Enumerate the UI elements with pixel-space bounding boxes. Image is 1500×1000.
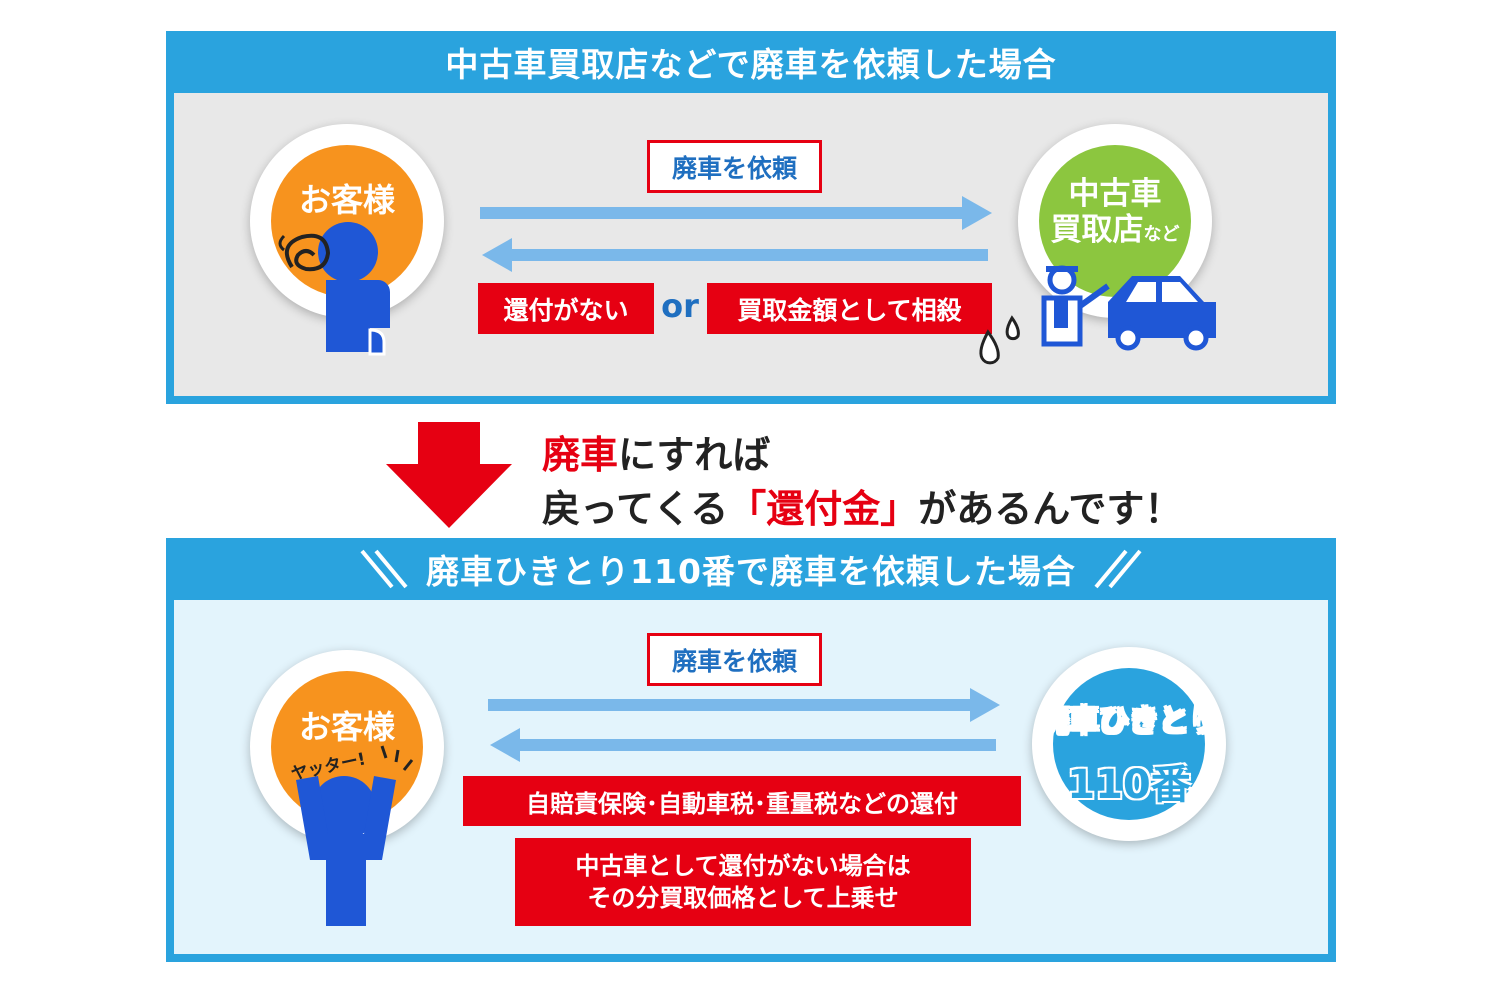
refund-highlight: 「還付金」 xyxy=(728,487,919,531)
offset-purchase-label: 買取金額として相殺 xyxy=(707,283,992,334)
returning-text: 戻ってくる xyxy=(542,487,729,531)
exchange-arrows-icon xyxy=(488,688,1000,762)
no-refund-label: 還付がない xyxy=(478,283,654,334)
purchase-price-bonus-label: 中古車として還付がない場合は その分買取価格として上乗せ xyxy=(515,838,971,926)
slash-decoration-left-icon xyxy=(360,549,408,589)
scrap-request-label: 廃車を依頼 xyxy=(647,633,822,686)
haisha-hikitori-circle-fill xyxy=(1053,668,1205,820)
worried-person-icon xyxy=(278,222,390,356)
or-label: or xyxy=(661,287,699,325)
used-car-shop-line1: 中古車 xyxy=(1068,176,1162,212)
haisha-hikitori-number: 110番 xyxy=(1067,762,1191,808)
customer-label: お客様 xyxy=(298,708,395,746)
down-arrow-icon xyxy=(386,422,512,528)
panel-title: 中古車買取店などで廃車を依頼した場合 xyxy=(174,31,1328,93)
exists-text: があるんです！ xyxy=(918,487,1183,531)
scrap-refund-message-line2: 戻ってくる「還付金」があるんです！ xyxy=(542,478,1182,533)
bonus-line2: その分買取価格として上乗せ xyxy=(587,884,899,912)
happy-person-icon xyxy=(296,745,414,926)
scrap-refund-message-line1: 廃車にすれば xyxy=(542,424,770,479)
panel-title-text: 廃車ひきとり110番で廃車を依頼した場合 xyxy=(426,552,1076,591)
haisha-hikitori-logo-text: 廃車ひきとり xyxy=(1038,703,1220,740)
panel-title: 廃車ひきとり110番で廃車を依頼した場合 xyxy=(174,538,1328,600)
used-car-shop-name: 買取店 xyxy=(1050,212,1144,248)
used-car-shop-suffix: など xyxy=(1143,224,1180,245)
if-scrapped-text: にすれば xyxy=(618,433,771,477)
sweat-drops-icon xyxy=(979,315,1020,365)
mechanic-and-car-icon xyxy=(1041,265,1216,351)
exchange-arrows-icon xyxy=(480,196,992,272)
used-car-shop-line2: 買取店など xyxy=(1039,212,1191,253)
customer-label: お客様 xyxy=(298,181,395,219)
tax-insurance-refund-label: 自賠責保険･自動車税･重量税などの還付 xyxy=(463,776,1021,826)
used-car-shop-label: 中古車 買取店など xyxy=(1039,176,1191,253)
slash-decoration-right-icon xyxy=(1094,549,1142,589)
scrap-request-label: 廃車を依頼 xyxy=(647,140,822,193)
bonus-line1: 中古車として還付がない場合は xyxy=(575,852,911,880)
scrap-highlight: 廃車 xyxy=(542,433,619,477)
